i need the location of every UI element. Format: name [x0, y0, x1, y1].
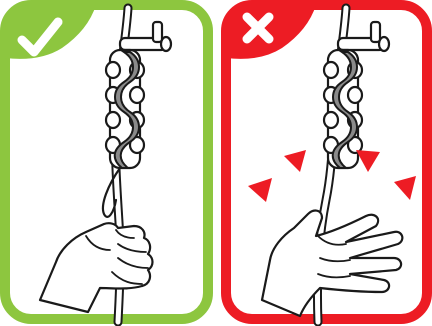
rope-grab-device: [106, 22, 171, 168]
rope-grab-device: [324, 22, 389, 168]
correct-panel: [5, 5, 208, 322]
x-mark-icon: [226, 5, 316, 59]
gripping-hand: [40, 223, 153, 312]
check-mark-icon: [5, 5, 96, 59]
incorrect-panel: [226, 5, 427, 322]
open-hand: [262, 211, 402, 316]
